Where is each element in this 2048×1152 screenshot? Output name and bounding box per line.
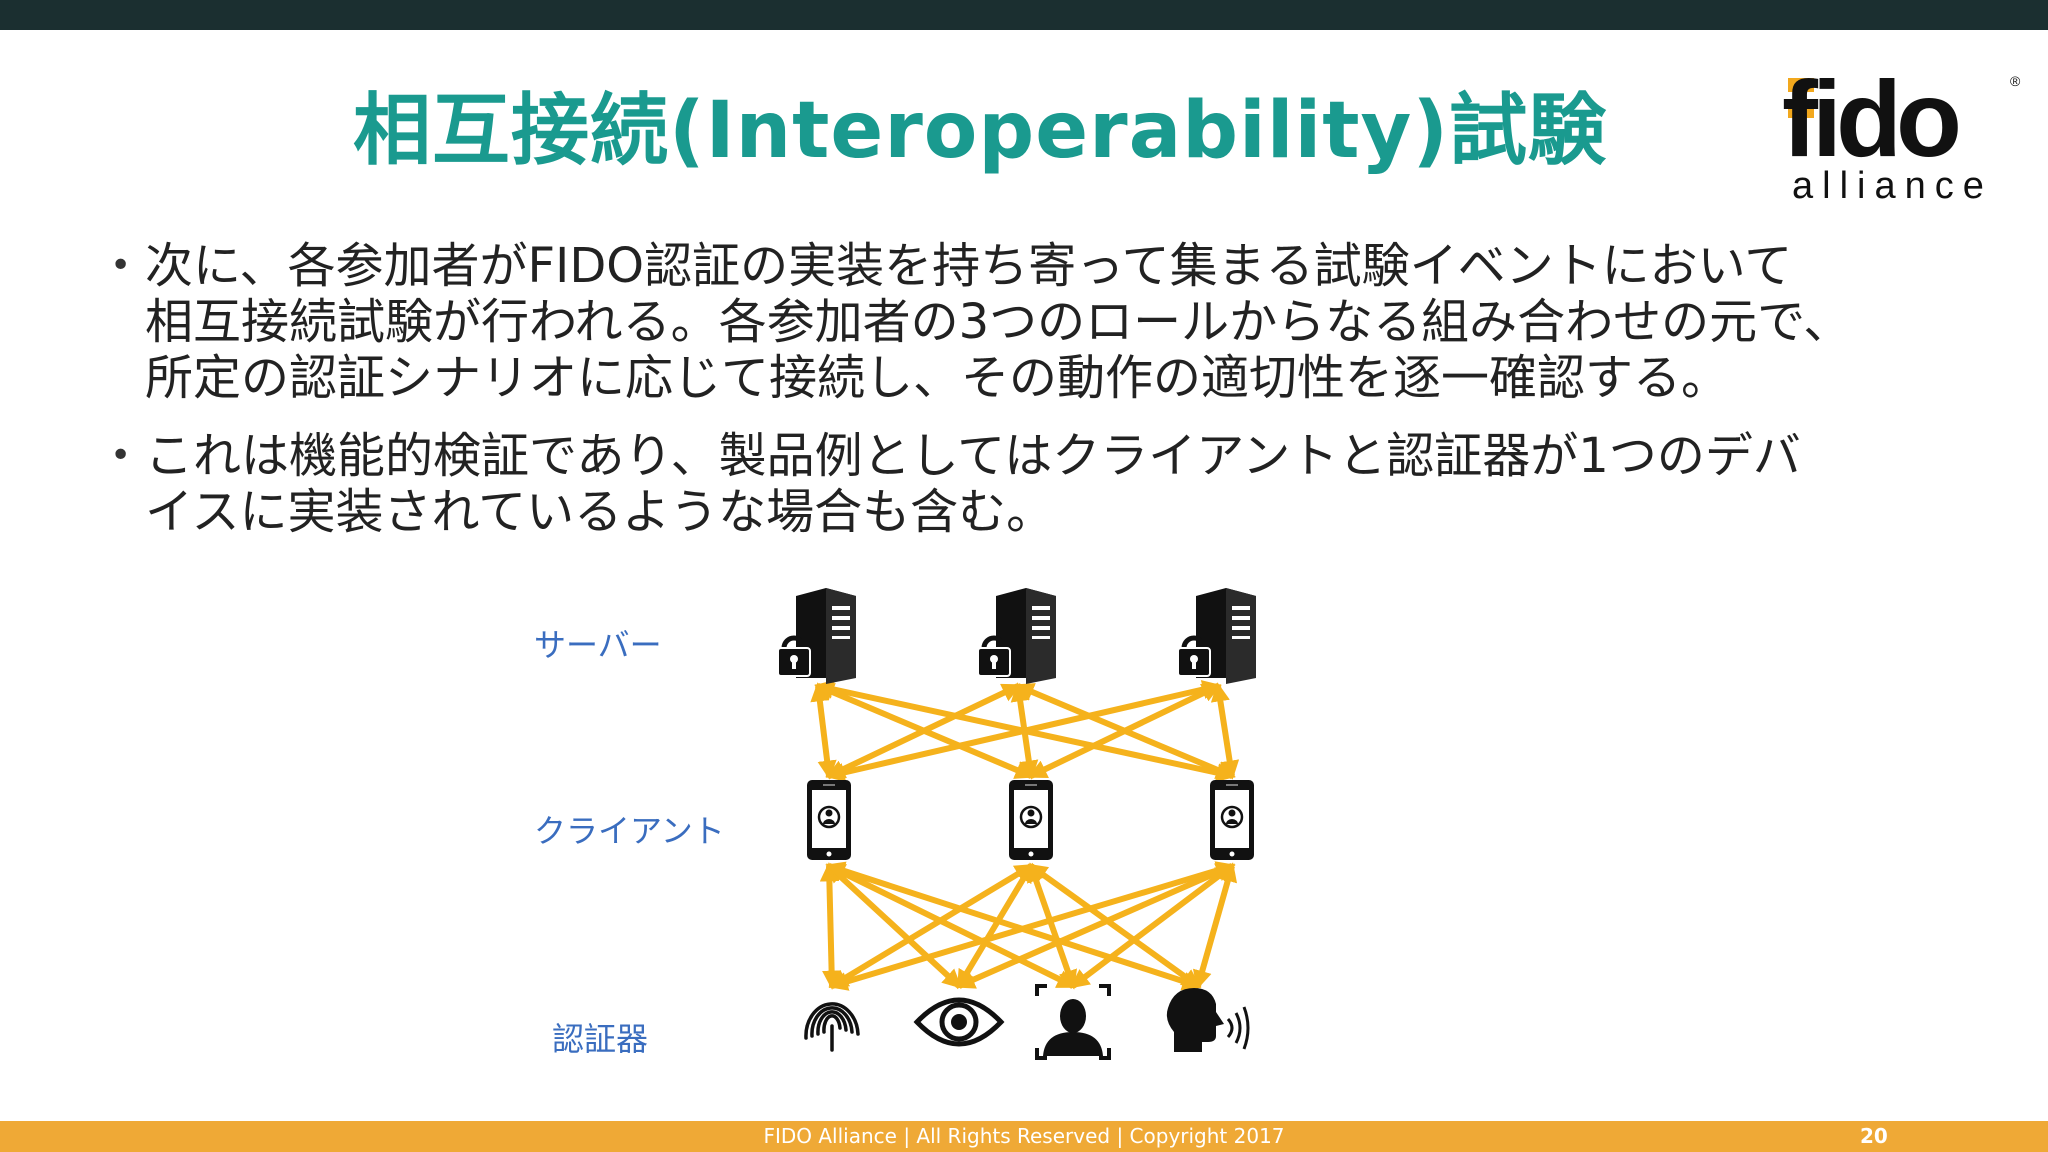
fido-alliance-logo: fido ® alliance: [1782, 58, 2021, 206]
bullet-text: 相互接続試験が行われる。各参加者の3つのロールからなる組み合わせの元で、: [145, 294, 1852, 350]
smartphone-icon: [1007, 778, 1055, 862]
server-lock-icon: [778, 588, 856, 684]
top-bar: [0, 0, 2048, 30]
bullet-text: これは機能的検証であり、製品例としてはクライアントと認証器が1つのデバ: [145, 428, 1801, 484]
page-number: 20: [1860, 1124, 1888, 1148]
server-row-label: サーバー: [534, 626, 662, 664]
bullet-text: 所定の認証シナリオに応じて接続し、その動作の適切性を逐一確認する。: [145, 350, 1730, 406]
client-authenticator-arrow: [819, 862, 842, 990]
logo-registered: ®: [2010, 73, 2021, 89]
footer-copyright: FIDO Alliance | All Rights Reserved | Co…: [763, 1124, 1285, 1148]
voice-icon: [1166, 988, 1250, 1052]
face-icon: [1035, 984, 1111, 1060]
logo-word: fido: [1782, 58, 1958, 179]
client-row-label: クライアント: [534, 812, 725, 850]
bullet-text: イスに実装されているような場合も含む。: [145, 484, 1055, 540]
smartphone-icon: [805, 778, 853, 862]
bullet-marker: •: [110, 245, 132, 286]
bullet-text: 次に、各参加者がFIDO認証の実装を持ち寄って集まる試験イベントにおいて: [145, 238, 1793, 294]
bullet-item: • 次に、各参加者がFIDO認証の実装を持ち寄って集まる試験イベントにおいて 相…: [100, 238, 2000, 406]
bullet-item: • これは機能的検証であり、製品例としてはクライアントと認証器が1つのデバ イス…: [100, 428, 2000, 540]
bullet-list: • 次に、各参加者がFIDO認証の実装を持ち寄って集まる試験イベントにおいて 相…: [100, 238, 2000, 562]
server-lock-icon: [1178, 588, 1256, 684]
server-client-arrow: [810, 682, 837, 780]
eye-icon: [913, 997, 1005, 1047]
logo-sub: alliance: [1792, 165, 1993, 206]
smartphone-icon: [1208, 778, 1256, 862]
footer-bar: FIDO Alliance | All Rights Reserved | Co…: [0, 1121, 2048, 1152]
slide-title: 相互接続(Interoperability)試験: [352, 86, 1608, 176]
server-client-arrow: [1027, 683, 1222, 779]
server-lock-icon: [978, 588, 1056, 684]
client-authenticator-arrow: [1192, 862, 1238, 990]
fingerprint-icon: [804, 1002, 860, 1052]
authenticator-row-label: 認証器: [552, 1020, 649, 1058]
bullet-marker: •: [110, 435, 132, 476]
server-client-arrow: [1210, 682, 1240, 780]
